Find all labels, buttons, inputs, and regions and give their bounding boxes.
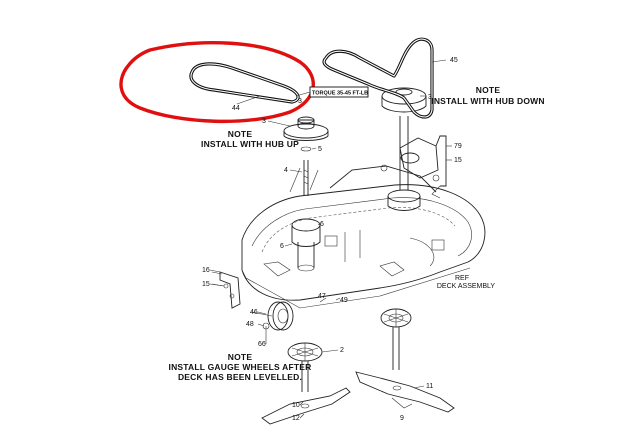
note-hub-up-title: NOTE [228,129,253,139]
callout-3-left: 3 [262,118,266,125]
note-hub-down: NOTE INSTALL WITH HUB DOWN [431,85,544,106]
callout-16: 16 [202,267,210,274]
deck-housing [241,165,486,309]
blade-left [261,387,351,425]
callout-15-bracket: 15 [202,281,210,288]
callout-2: 2 [340,347,344,354]
callout-44: 44 [232,105,240,112]
callout-10: 10 [292,402,300,409]
callout-6-upper: 6 [320,221,324,228]
callout-79: 79 [454,143,462,150]
ref-deck-assembly-label: REF DECK ASSEMBLY [437,275,496,290]
callout-12: 12 [292,415,300,422]
note-hub-down-text: INSTALL WITH HUB DOWN [431,96,544,106]
callout-49: 49 [340,297,348,304]
callout-46: 46 [250,309,258,316]
note-gauge-line1: INSTALL GAUGE WHEELS AFTER [169,362,312,372]
callout-4: 4 [284,167,288,174]
deck-bracket-left [211,271,241,309]
callout-3-idler: 3 [298,98,302,105]
gauge-wheel-left [251,301,294,344]
right-pulley-assembly [380,87,447,211]
callout-9: 9 [400,415,404,422]
torque-tag: TORQUE 35-45 FT-LB [295,86,369,98]
torque-label: TORQUE 35-45 FT-LB [312,91,368,97]
note-gauge-title: NOTE [228,352,253,362]
leader-lines [209,59,452,419]
blade-right [355,371,455,413]
callout-15: 15 [454,157,462,164]
belt-44 [189,62,300,104]
note-hub-up-text: INSTALL WITH HUB UP [201,139,299,149]
note-gauge-line2: DECK HAS BEEN LEVELLED. [178,372,302,382]
callout-45: 45 [450,57,458,64]
blade-pulley-right [380,308,412,370]
note-hub-down-title: NOTE [476,85,501,95]
callout-11: 11 [426,383,433,390]
left-pulley-assembly [283,116,329,272]
callout-6-lower: 6 [280,243,284,250]
belt-45 [322,37,434,119]
callout-47: 47 [318,293,326,300]
callout-5: 5 [318,146,322,153]
callout-66: 66 [258,341,266,348]
callout-3-right: 3 [428,94,432,101]
callout-numbers: 44 45 3 3 3 5 4 79 15 6 6 16 15 47 49 46… [202,57,462,422]
ref-label-2: DECK ASSEMBLY [437,283,496,290]
note-gauge-wheels: NOTE INSTALL GAUGE WHEELS AFTER DECK HAS… [169,352,312,382]
callout-48: 48 [246,321,254,328]
red-highlight-circle [119,41,315,124]
note-hub-up: NOTE INSTALL WITH HUB UP [201,129,299,149]
ref-label-1: REF [455,275,469,282]
